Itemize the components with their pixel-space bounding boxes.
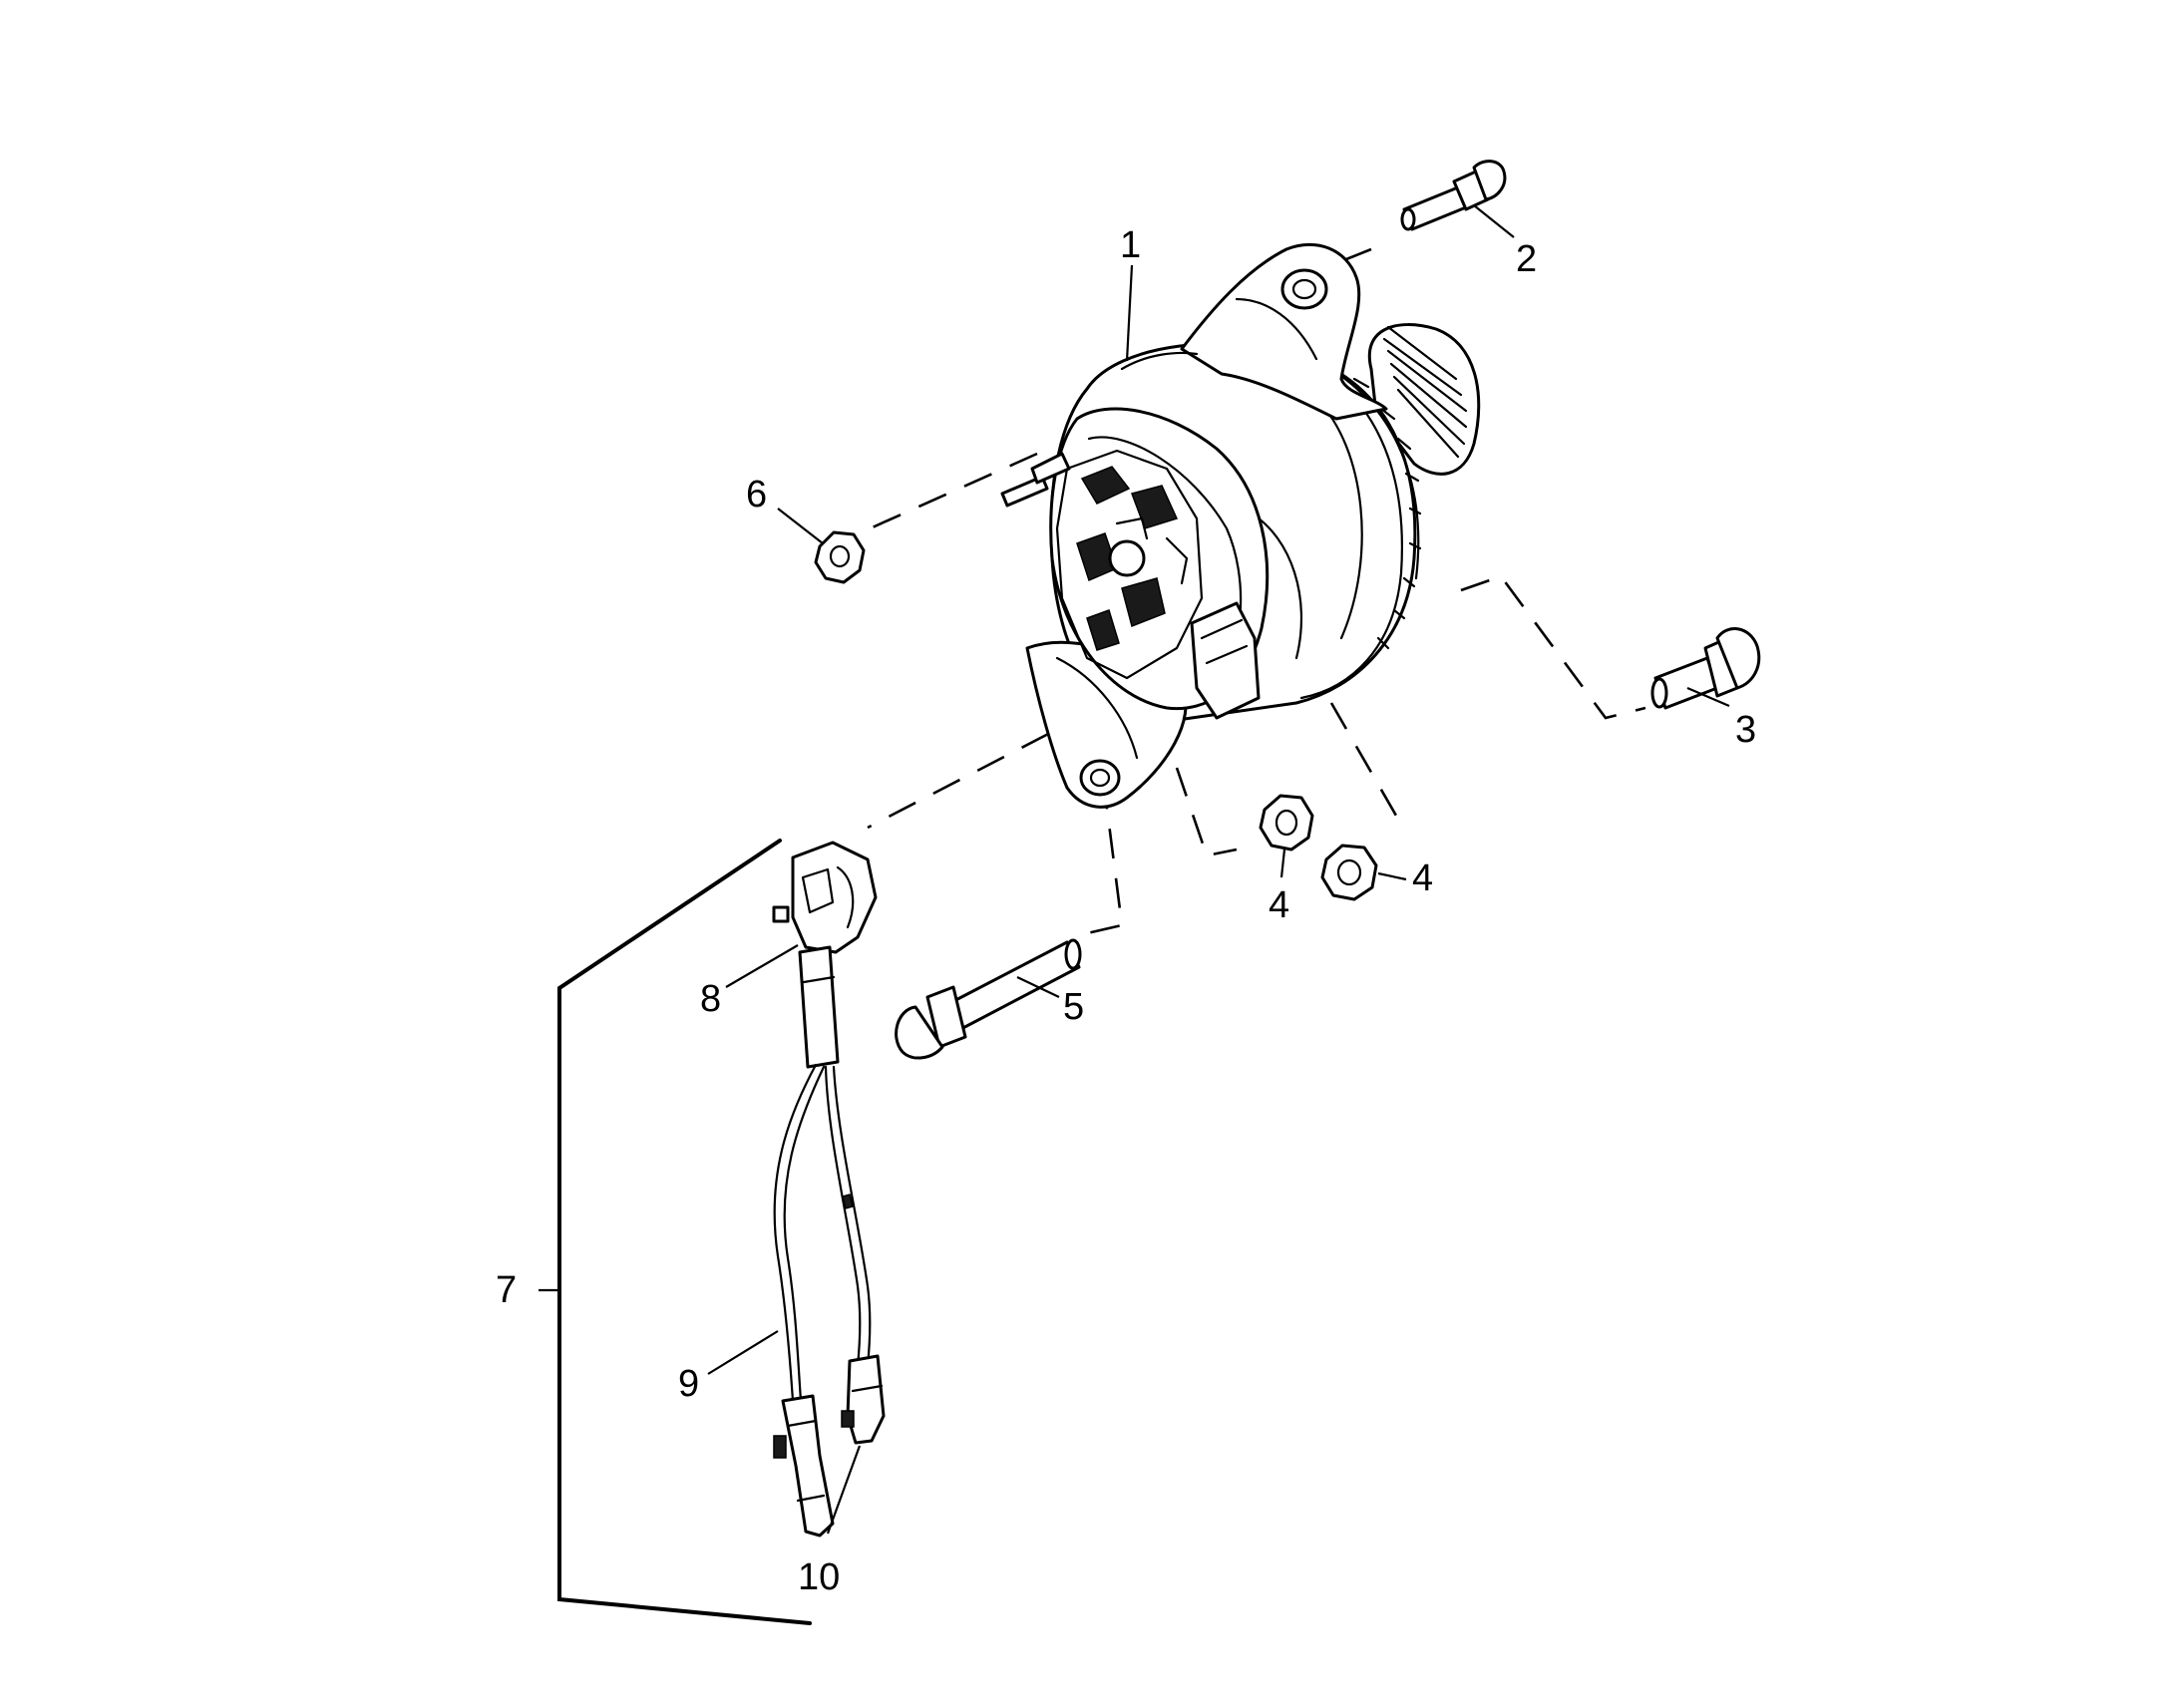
alternator [1000, 242, 1481, 809]
upper-mount-lug [1180, 242, 1388, 421]
nut-b [1320, 844, 1378, 901]
wire-10 [824, 1065, 862, 1368]
sensor-body [798, 945, 840, 1069]
callout-8: 8 [700, 978, 721, 1020]
callout-4a: 4 [1269, 884, 1289, 926]
connector-9 [781, 1394, 835, 1537]
callout-10: 10 [798, 1556, 840, 1598]
callout-5: 5 [1063, 986, 1084, 1028]
connector-10 [846, 1354, 886, 1445]
callout-3: 3 [1735, 709, 1756, 751]
bolt-right [1650, 627, 1761, 710]
leader-lines [539, 204, 1730, 1535]
callout-labels: 1 2 3 4 4 5 6 7 8 9 10 [496, 224, 1756, 1598]
callout-4b: 4 [1412, 857, 1433, 899]
cover-connector [1190, 601, 1261, 720]
nut-small [814, 530, 866, 584]
callout-1: 1 [1120, 224, 1141, 266]
group-bracket-7 [557, 839, 812, 1625]
callout-2: 2 [1516, 238, 1537, 280]
callout-7: 7 [496, 1269, 517, 1311]
wire-9 [773, 1063, 818, 1403]
sensor-harness [772, 841, 886, 1537]
bolt-upper [1400, 160, 1507, 231]
nut-a [1259, 794, 1314, 852]
sensor-head [791, 841, 878, 954]
upper-lug-bore [1280, 268, 1328, 310]
bolt-long [895, 938, 1082, 1060]
lower-lug-bore [1079, 759, 1121, 797]
callout-6: 6 [746, 474, 767, 515]
callout-9: 9 [678, 1363, 699, 1405]
